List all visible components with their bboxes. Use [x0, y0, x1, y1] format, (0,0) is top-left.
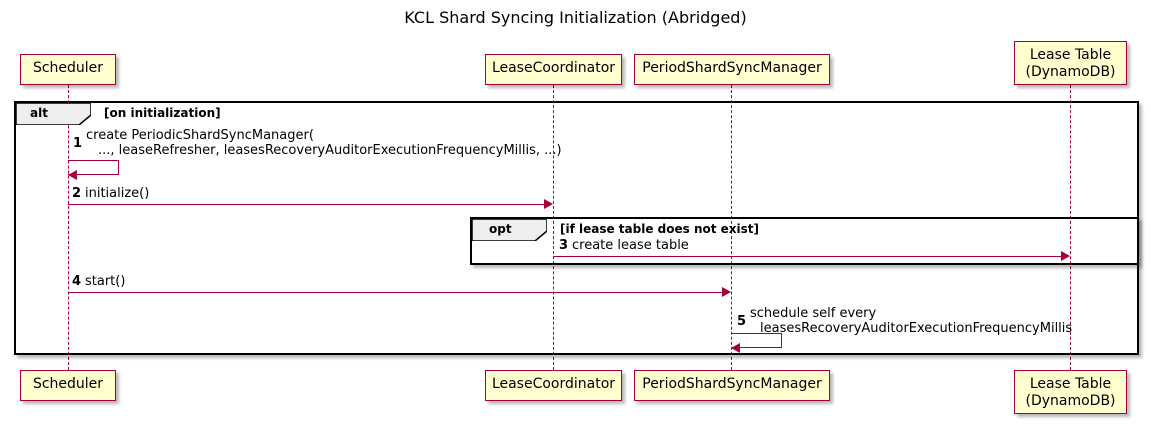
message-1-arrowhead: [68, 170, 77, 180]
message-1-label-line1: create PeriodicShardSyncManager(: [86, 128, 314, 143]
participant-label-line2: (DynamoDB): [1025, 393, 1116, 409]
participant-leasecoordinator-bottom[interactable]: LeaseCoordinator: [485, 370, 622, 401]
participant-leasetable-top[interactable]: Lease Table (DynamoDB): [1014, 41, 1127, 85]
message-5-number: 5: [737, 314, 747, 329]
participant-label-line1: Lease Table: [1029, 47, 1112, 63]
fragment-opt: opt [if lease table does not exist]: [470, 217, 1139, 265]
message-4-number: 4: [72, 274, 82, 289]
message-2-line: [68, 204, 544, 205]
message-3-label: create lease table: [572, 238, 689, 253]
message-2-number: 2: [72, 186, 82, 201]
fragment-opt-keyword: opt: [489, 222, 512, 236]
participant-leasetable-bottom[interactable]: Lease Table (DynamoDB): [1014, 370, 1127, 414]
lifeline-periodshardsyncmanager: [731, 85, 732, 370]
fragment-opt-condition: [if lease table does not exist]: [560, 222, 760, 236]
lifeline-leasetable: [1070, 85, 1071, 370]
participant-label-line1: Lease Table: [1029, 376, 1112, 392]
fragment-opt-tab: [471, 218, 548, 245]
participant-scheduler-top[interactable]: Scheduler: [20, 54, 116, 85]
message-4-arrowhead: [722, 287, 731, 297]
participant-periodshardsyncmanager-top[interactable]: PeriodShardSyncManager: [634, 54, 830, 85]
fragment-alt-keyword: alt: [30, 106, 48, 120]
fragment-alt-condition: [on initialization]: [104, 106, 221, 120]
participant-scheduler-bottom[interactable]: Scheduler: [20, 370, 116, 401]
message-5-arrowhead: [731, 343, 740, 353]
message-5-self-loop: [731, 333, 782, 348]
message-3-number: 3: [559, 238, 569, 253]
message-5-label-line2: leasesRecoveryAuditorExecutionFrequencyM…: [760, 321, 1073, 336]
participant-label: PeriodShardSyncManager: [642, 60, 822, 76]
message-4-line: [68, 292, 722, 293]
message-2-label: initialize(): [85, 186, 150, 201]
message-1-number: 1: [73, 136, 83, 151]
message-4-label: start(): [85, 274, 126, 289]
participant-periodshardsyncmanager-bottom[interactable]: PeriodShardSyncManager: [634, 370, 830, 401]
lifeline-scheduler: [68, 85, 69, 370]
participant-label: Scheduler: [32, 376, 104, 392]
participant-label: PeriodShardSyncManager: [642, 376, 822, 392]
message-1-label-line2: ..., leaseRefresher, leasesRecoveryAudit…: [98, 143, 562, 158]
participant-leasecoordinator-top[interactable]: LeaseCoordinator: [485, 54, 622, 85]
message-3-arrowhead: [1061, 251, 1070, 261]
fragment-alt-tab: [15, 102, 92, 129]
lifeline-leasecoordinator: [553, 85, 554, 370]
participant-label: LeaseCoordinator: [491, 376, 616, 392]
message-5-label-line1: schedule self every: [750, 306, 877, 321]
participant-label: Scheduler: [32, 60, 104, 76]
message-3-line: [553, 256, 1061, 257]
participant-label: LeaseCoordinator: [491, 60, 616, 76]
message-1-self-loop: [68, 160, 119, 175]
message-2-arrowhead: [544, 199, 553, 209]
page-title: KCL Shard Syncing Initialization (Abridg…: [404, 8, 747, 27]
participant-label-line2: (DynamoDB): [1025, 64, 1116, 80]
